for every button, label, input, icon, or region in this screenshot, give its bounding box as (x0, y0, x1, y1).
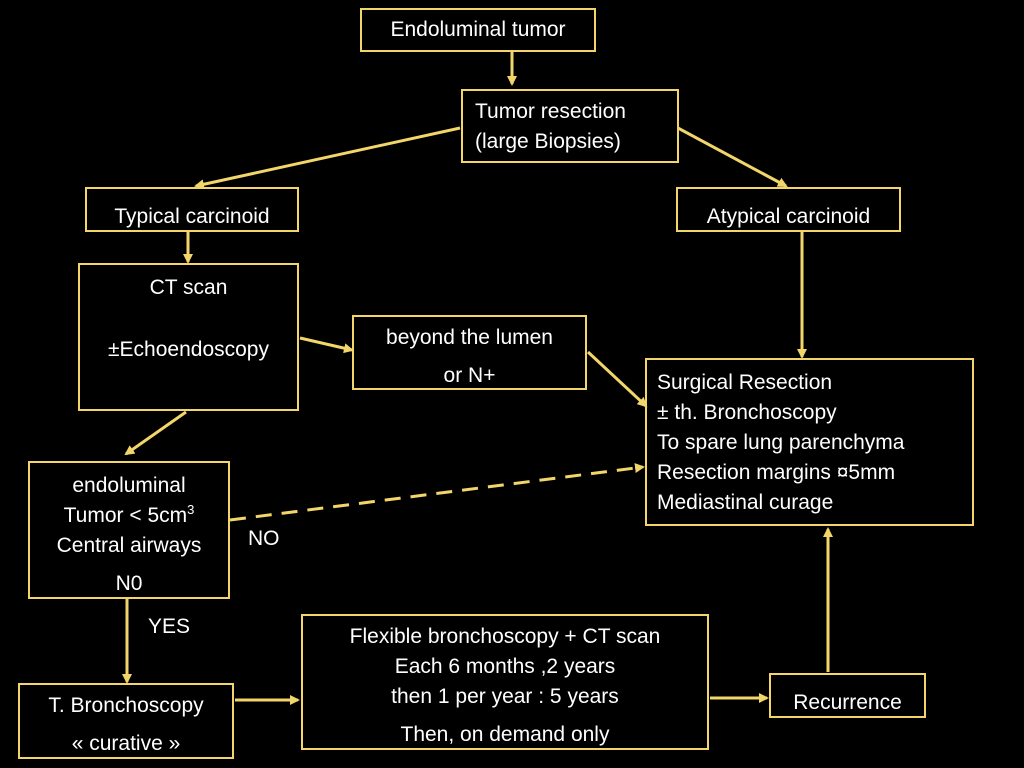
arrow-beyond-to-surgical (586, 350, 648, 408)
atypical-carcinoid-label: Atypical carcinoid (706, 205, 871, 228)
yes-label: YES (148, 615, 191, 638)
tumor-resection-line-1: Tumor resection (475, 100, 626, 123)
surgical-line-2: ± th. Bronchoscopy (657, 401, 837, 424)
t-bronchoscopy-box: T. Bronchoscopy « curative » (18, 683, 234, 759)
followup-box: Flexible bronchoscopy + CT scan Each 6 m… (301, 614, 709, 750)
t-bronchoscopy-line-1: T. Bronchoscopy (48, 694, 204, 717)
surgical-line-3: To spare lung parenchyma (657, 431, 905, 454)
criteria-line-2-text: Tumor < 5cm (63, 504, 188, 527)
typical-carcinoid-label: Typical carcinoid (114, 205, 270, 228)
criteria-line-3: Central airways (56, 534, 202, 557)
endoluminal-tumor-box: Endoluminal tumor (360, 8, 596, 52)
atypical-carcinoid-box: Atypical carcinoid (676, 187, 901, 232)
endoluminal-criteria-box: endoluminal Tumor < 5cm3 Central airways… (28, 461, 230, 599)
followup-line-1: Flexible bronchoscopy + CT scan (349, 625, 661, 648)
surgical-line-1: Surgical Resection (657, 371, 833, 394)
followup-line-2: Each 6 months ,2 years (394, 655, 616, 678)
typical-carcinoid-box: Typical carcinoid (85, 187, 299, 232)
followup-line-3: then 1 per year : 5 years (391, 685, 619, 708)
ct-scan-line-2: ±Echoendoscopy (108, 338, 269, 361)
ct-scan-line-1: CT scan (149, 276, 228, 299)
criteria-line-2: Tumor < 5cm3 (30, 501, 228, 531)
beyond-lumen-line-1: beyond the lumen (386, 326, 553, 349)
beyond-lumen-line-2: or N+ (443, 364, 496, 387)
no-label: NO (248, 527, 280, 550)
surgical-resection-box: Surgical Resection ± th. Bronchoscopy To… (645, 358, 974, 526)
followup-line-4: Then, on demand only (400, 723, 610, 746)
ct-scan-box: CT scan ±Echoendoscopy (78, 263, 299, 411)
endoluminal-tumor-label: Endoluminal tumor (390, 18, 566, 41)
arrow-ctscan-to-endoluminal (124, 410, 187, 456)
tumor-resection-line-2: (large Biopsies) (475, 130, 621, 153)
recurrence-label: Recurrence (793, 691, 902, 714)
criteria-line-1: endoluminal (72, 474, 186, 497)
arrow-resection-to-atypical (677, 126, 788, 188)
t-bronchoscopy-line-2: « curative » (71, 732, 181, 755)
arrow-endoluminal-to-surgical-no (229, 463, 645, 522)
criteria-line-4: N0 (115, 572, 143, 595)
recurrence-box: Recurrence (769, 673, 926, 718)
criteria-line-2-superscript: 3 (187, 502, 195, 517)
arrow-ctscan-to-beyond (299, 336, 354, 354)
surgical-line-5: Mediastinal curage (657, 491, 834, 514)
arrow-resection-to-typical (194, 126, 461, 190)
beyond-lumen-box: beyond the lumen or N+ (352, 315, 587, 390)
surgical-line-4: Resection margins ¤5mm (657, 461, 896, 484)
tumor-resection-box: Tumor resection (large Biopsies) (461, 89, 679, 163)
